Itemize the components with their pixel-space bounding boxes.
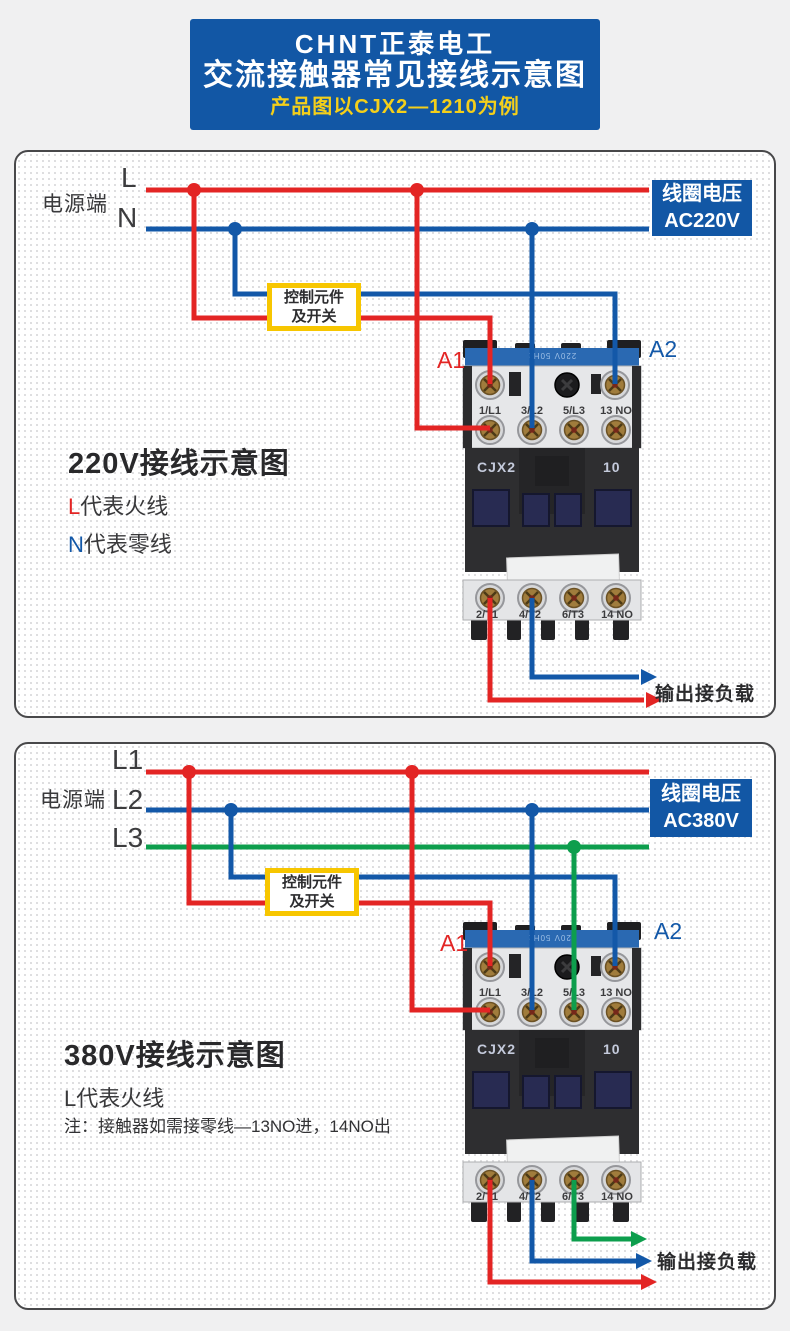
brand-logo: CHNT正泰电工 [294, 29, 496, 60]
wire-L1-to-1L1 [409, 772, 490, 1013]
coil-terminal-a1-label: A1 [437, 347, 466, 373]
section-title-380v: 380V接线示意图 [64, 1040, 286, 1072]
output-load-label: 输出接负载 [655, 684, 756, 705]
header-banner: CHNT正泰电工 交流接触器常见接线示意图 产品图以CJX2—1210为例 [190, 19, 600, 130]
wire-output-red [487, 598, 644, 703]
line-label-N: N [117, 202, 138, 233]
wiring-diagram-220v [146, 183, 662, 708]
junction-dots [182, 765, 581, 854]
output-load-label: 输出接负载 [657, 1252, 758, 1273]
arrow-output-red [646, 692, 662, 708]
legend-key: L [64, 1086, 77, 1111]
page-title: 交流接触器常见接线示意图 [203, 59, 587, 93]
coil-voltage-box: 线圈电压 AC220V [652, 180, 752, 236]
coil-terminal-a2-label: A2 [654, 918, 683, 944]
legend-live-wire: L代表火线 [68, 494, 169, 519]
section-title-220v: 220V接线示意图 [68, 448, 290, 480]
wire-L-to-1L1 [414, 190, 490, 431]
legend-neutral-wire: N代表零线 [68, 532, 172, 557]
coil-terminal-a2-label: A2 [649, 336, 678, 362]
wire-output-blue [529, 1180, 639, 1264]
source-side-label: 电源端 [40, 789, 106, 812]
legend-key: N [68, 532, 84, 557]
arrow-output-blue [636, 1253, 652, 1269]
panel-380v: 电源端 L1 L2 L3 控制元件 及开关 线圈电压 AC380V A1 A2 … [14, 742, 776, 1310]
source-side-label: 电源端 [42, 193, 108, 216]
wire-L2-to-control-to-A2 [228, 810, 618, 966]
coil-terminal-a1-label: A1 [440, 930, 469, 956]
coil-voltage-box: 线圈电压 AC380V [650, 779, 752, 837]
panel-220v: 电源端 L N 控制元件 及开关 线圈电压 AC220V A1 A2 220V接… [14, 150, 776, 718]
arrow-output-red [641, 1274, 657, 1290]
junction-dots [187, 183, 539, 236]
line-label-L3: L3 [112, 822, 144, 853]
line-label-L2: L2 [112, 784, 144, 815]
line-label-L1: L1 [112, 744, 144, 775]
wire-output-blue [529, 598, 639, 680]
wire-output-green [571, 1180, 634, 1242]
arrow-output-green [631, 1231, 647, 1247]
control-element-box: 控制元件 及开关 [265, 868, 359, 916]
legend-key: L [68, 494, 81, 519]
neutral-note: 注：接触器如需接零线—13NO进，14NO出 [64, 1117, 391, 1136]
arrow-output-blue [641, 669, 657, 685]
line-label-L: L [121, 162, 137, 193]
page-subtitle: 产品图以CJX2—1210为例 [270, 95, 520, 118]
legend-live-wire: L代表火线 [64, 1086, 165, 1111]
control-element-box: 控制元件 及开关 [267, 283, 361, 331]
wire-N-to-control-to-A2 [232, 229, 618, 384]
wire-output-red [487, 1180, 644, 1285]
